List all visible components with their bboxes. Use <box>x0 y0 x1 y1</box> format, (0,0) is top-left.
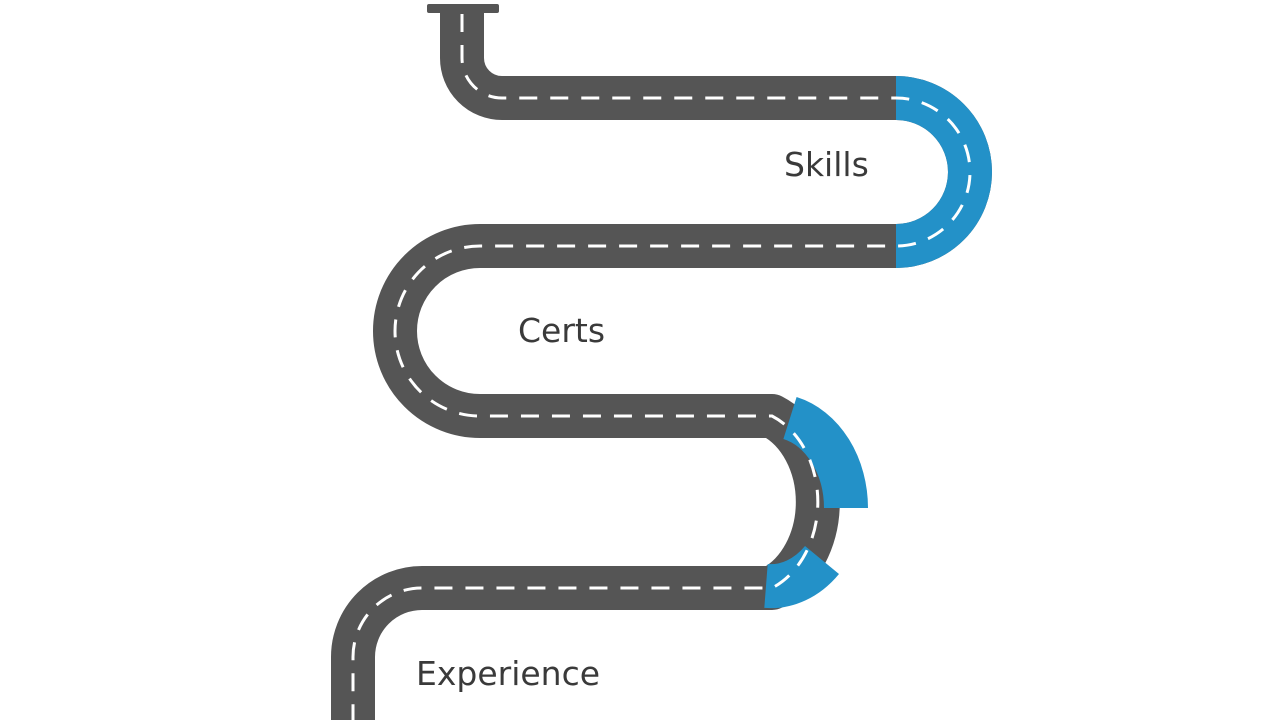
milestone-label-experience: Experience <box>416 654 600 693</box>
highlight-segment-skills <box>895 76 992 268</box>
milestone-label-certs: Certs <box>518 311 605 350</box>
highlight-segment-certs-upper <box>782 397 868 509</box>
highlight-segment-certs-lower <box>764 545 839 609</box>
road-path <box>331 10 992 720</box>
milestone-label-skills: Skills <box>784 145 869 184</box>
road-center-dashes <box>351 14 972 720</box>
